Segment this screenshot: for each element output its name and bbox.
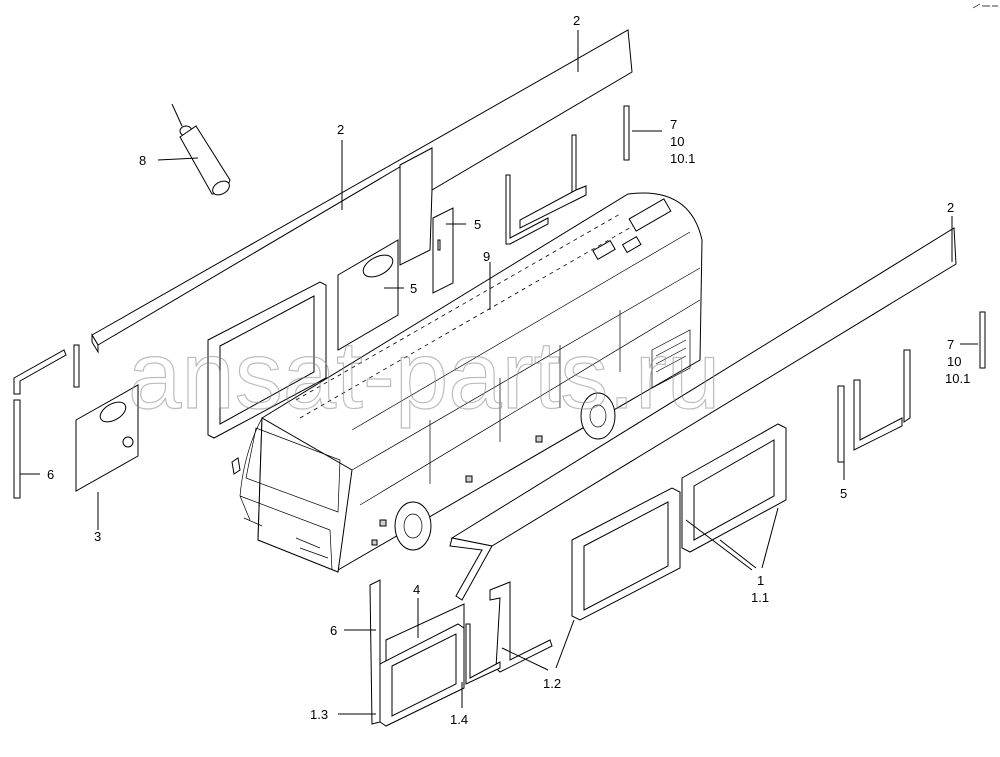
trim-strip-right [979, 311, 986, 369]
callout-8: 8 [139, 153, 146, 168]
callout-1-1: 1.1 [751, 590, 769, 605]
callout-3: 3 [94, 529, 101, 544]
callout-1: 1 [757, 573, 764, 588]
window-panel-5 [337, 239, 399, 351]
trim-strip-top [623, 105, 630, 161]
leader-lines [20, 30, 978, 715]
door-panel-top [432, 207, 454, 294]
window-frame-left [207, 281, 327, 439]
callout-2-mid: 2 [337, 122, 344, 137]
callout-7-top: 7 [670, 117, 677, 132]
frame-profile-right [837, 349, 911, 463]
callout-1-4: 1.4 [450, 712, 468, 727]
sealant-cartridge [171, 103, 231, 196]
panel-strip-right [449, 227, 957, 601]
callout-1-3: 1.3 [310, 707, 328, 722]
callout-5-panel: 5 [410, 281, 417, 296]
callout-7-right: 7 [947, 337, 954, 352]
frame-profile-top [505, 134, 587, 245]
callout-10-1-top: 10.1 [670, 151, 695, 166]
callout-5-right: 5 [840, 486, 847, 501]
callout-10-1-right: 10.1 [945, 371, 970, 386]
left-trim-strips [13, 344, 80, 499]
window-frame-right [571, 423, 787, 621]
coach-bus [231, 192, 703, 573]
lower-panel-assembly [369, 579, 553, 727]
callout-labels: 2 2 2 8 7 10 10.1 5 5 9 6 3 7 10 10.1 5 … [47, 13, 970, 727]
callout-6-left: 6 [47, 467, 54, 482]
side-panel-3 [75, 384, 139, 492]
callout-6-bottom: 6 [330, 623, 337, 638]
callout-5-door: 5 [474, 217, 481, 232]
watermark-text: ansat-parts.ru [128, 322, 720, 429]
corner-mark [972, 3, 998, 9]
callout-1-2: 1.2 [543, 676, 561, 691]
panel-strip-top [91, 29, 633, 354]
callout-2-top: 2 [573, 13, 580, 28]
callout-9: 9 [483, 249, 490, 264]
callout-10-top: 10 [670, 134, 684, 149]
callout-2-right: 2 [947, 200, 954, 215]
callout-10-right: 10 [947, 354, 961, 369]
callout-4: 4 [413, 582, 420, 597]
